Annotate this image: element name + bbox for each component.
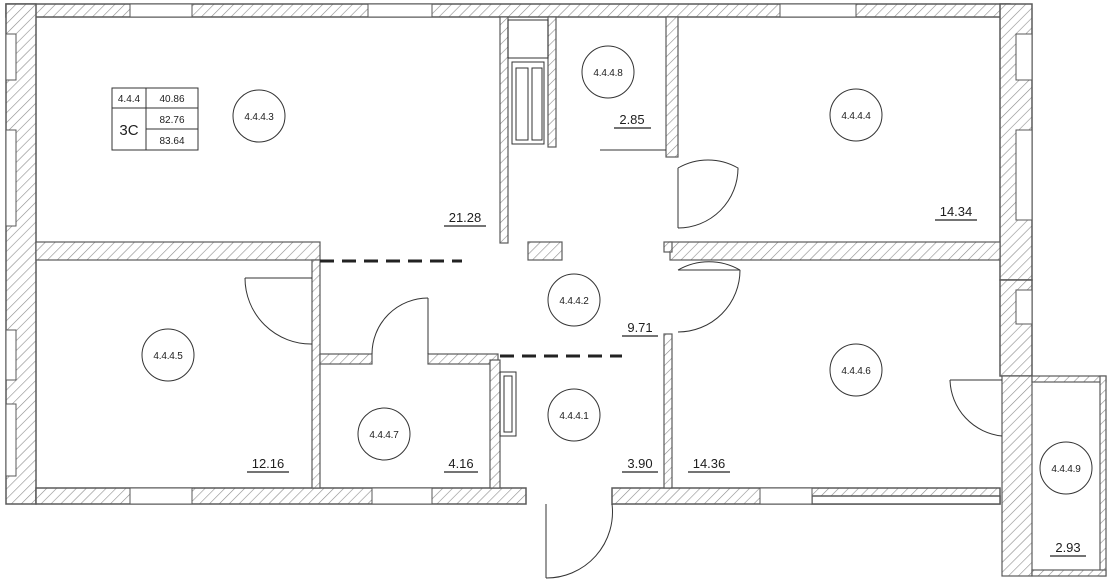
interior-walls: [35, 16, 1107, 577]
room-id-4-4-4-9: 4.4.4.9: [1051, 464, 1081, 475]
room-area-4-4-4-1: 3.90: [627, 456, 652, 471]
room-labels: [141, 45, 1093, 495]
room-ids: 4.4.4.8 4.4.4.3 4.4.4.4 4.4.4.2 4.4.4.5 …: [153, 68, 1081, 475]
room-circle-4-4-4-1: [547, 388, 601, 442]
room-id-4-4-4-7: 4.4.4.7: [369, 430, 399, 441]
room-areas: 2.85 21.28 14.34 9.71 12.16 4.16 3.90 14…: [247, 112, 1086, 557]
room-id-4-4-4-6: 4.4.4.6: [841, 366, 871, 377]
room-area-4-4-4-5: 12.16: [252, 456, 285, 471]
room-area-4-4-4-2: 9.71: [627, 320, 652, 335]
room-circle-4-4-4-2: [547, 273, 601, 327]
room-circle-4-4-4-3: [232, 89, 286, 143]
room-area-4-4-4-6: 14.36: [693, 456, 726, 471]
shaft-detail: [499, 19, 549, 437]
room-id-4-4-4-3: 4.4.4.3: [244, 112, 274, 123]
room-id-4-4-4-8: 4.4.4.8: [593, 68, 623, 79]
apartment-info-block: 4.4.4 3С 40.86 82.76 83.64: [111, 87, 199, 151]
area-value-2: 82.76: [159, 115, 184, 126]
area-value-1: 40.86: [159, 94, 184, 105]
room-id-4-4-4-1: 4.4.4.1: [559, 411, 589, 422]
room-circle-4-4-4-5: [141, 328, 195, 382]
room-id-4-4-4-5: 4.4.4.5: [153, 351, 183, 362]
room-circle-4-4-4-9: [1039, 441, 1093, 495]
room-area-4-4-4-4: 14.34: [940, 204, 973, 219]
room-area-4-4-4-7: 4.16: [448, 456, 473, 471]
room-area-4-4-4-8: 2.85: [619, 112, 644, 127]
room-id-4-4-4-2: 4.4.4.2: [559, 296, 589, 307]
room-circle-4-4-4-6: [829, 343, 883, 397]
room-id-4-4-4-4: 4.4.4.4: [841, 111, 871, 122]
room-area-4-4-4-3: 21.28: [449, 210, 482, 225]
room-circle-4-4-4-4: [829, 88, 883, 142]
zone-boundaries: [320, 259, 622, 358]
apartment-id: 4.4.4: [118, 94, 141, 105]
doors: [244, 149, 1003, 579]
room-area-4-4-4-9: 2.93: [1055, 540, 1080, 555]
room-circle-4-4-4-8: [581, 45, 635, 99]
area-value-3: 83.64: [159, 136, 184, 147]
room-circle-4-4-4-7: [357, 407, 411, 461]
apartment-type: 3С: [119, 122, 138, 139]
